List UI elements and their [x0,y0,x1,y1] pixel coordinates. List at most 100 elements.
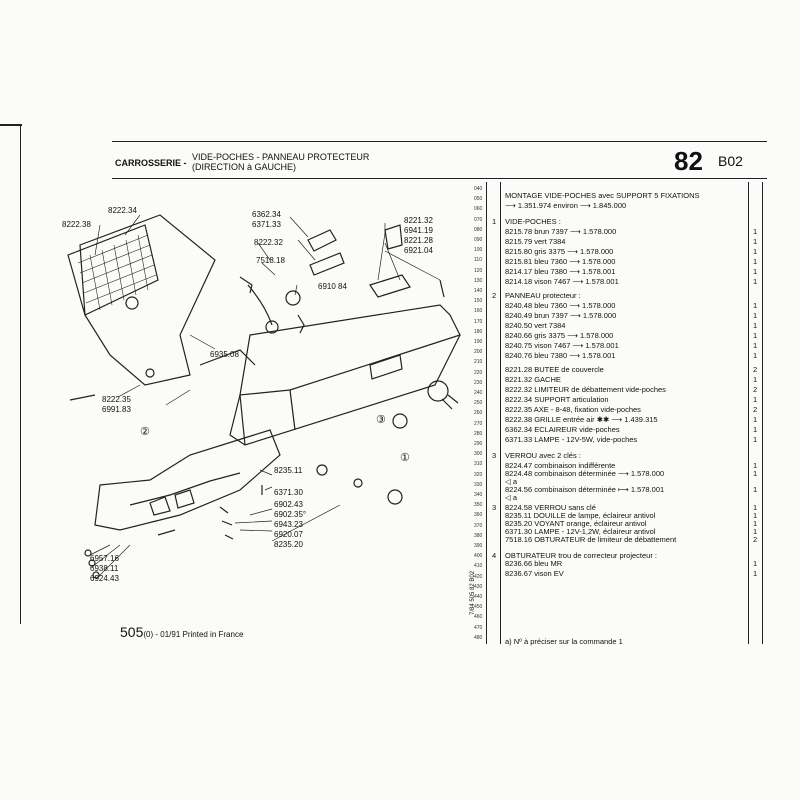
list-qty: 1 [753,503,758,512]
list-item: 8240.75 vison 7467 ⟶ 1.578.001 [505,341,619,350]
row-number: 110 [474,257,482,264]
footer-suffix: (0) - 01/91 Printed in France [143,630,244,639]
list-item: 8235.11 DOUILLE de lampe, éclaireur anti… [505,511,656,520]
list-item: 8222.35 AXE - 8-48, fixation vide-poches [505,405,641,414]
callout: 8222.38 [62,220,91,229]
callout: 6920.07 [274,530,303,539]
row-number: 420 [474,573,483,580]
list-item: 6362.34 ECLAIREUR vide-poches [505,425,620,434]
list-item: 6371.33 LAMPE - 12V-5W, vide-poches [505,435,638,444]
list-item: 6371.30 LAMPE - 12V-1,2W, éclaireur anti… [505,527,656,536]
list-item: 8236.67 vison EV [505,569,564,578]
section-label: CARROSSERIE - [115,158,187,168]
row-number: 440 [474,594,483,600]
callout-circled: ② [140,426,150,438]
row-number: 240 [474,390,483,396]
list-item: 7518.16 OBTURATEUR de limiteur de débatt… [505,535,677,544]
list-index: 3 [492,451,497,460]
list-item: 8235.20 VOYANT orange, éclaireur antivol [505,519,647,528]
list-qty: 1 [753,569,758,578]
list-item: 8240.49 brun 7397 ⟶ 1.578.000 [505,311,617,320]
list-qty: 1 [753,415,758,424]
list-qty: 1 [753,469,758,478]
list-item: 8221.28 BUTEE de couvercle [505,365,604,374]
callout: 6902.43 [274,500,303,509]
list-item: 8240.66 gris 3375 ⟶ 1.578.000 [505,331,614,340]
exploded-view-illustration [67,214,461,579]
list-item: PANNEAU protecteur : [505,291,581,300]
list-qty: 1 [753,559,758,568]
list-qty: 1 [753,247,758,256]
row-number: 410 [474,563,483,570]
row-number: 200 [474,349,483,356]
list-divider [486,182,487,644]
row-number: 310 [474,461,483,468]
list-qty: 1 [753,301,758,310]
list-item: VERROU avec 2 clés : [505,451,581,460]
row-number: 320 [474,471,483,478]
list-qty: 1 [753,395,758,404]
row-number: 370 [474,522,483,529]
row-number: 300 [474,451,483,458]
order-note: a) Nº à préciser sur la commande 1 [505,637,623,646]
list-item: 8236.66 bleu MR [505,559,563,568]
list-qty: 1 [753,351,758,360]
list-item: 8222.38 GRILLE entrée air ✱✱ ⟶ 1.439.315 [505,415,658,424]
row-number: 380 [474,532,483,539]
list-item: OBTURATEUR trou de correcteur projecteur… [505,551,657,560]
callout: 8222.34 [108,206,137,215]
row-number: 270 [474,420,483,427]
list-qty: 2 [753,365,758,374]
list-item: ⟶ 1.351.974 environ ⟶ 1.845.000 [505,201,627,210]
row-number: 140 [474,288,483,294]
callout: 8222.35 [102,395,131,404]
row-number: 460 [474,614,483,621]
callout: 6902.35° [274,510,307,519]
row-number: 360 [474,512,483,519]
list-item: VIDE-POCHES : [505,217,561,226]
list-item: 8215.81 bleu 7360 ⟶ 1.578.000 [505,257,616,266]
list-item: 8224.58 VERROU sans clé [505,503,596,512]
list-item: 8214.18 vison 7467 ⟶ 1.578.001 [505,277,619,286]
row-number: 230 [474,379,483,386]
row-number: 470 [474,624,483,631]
row-number: 390 [474,543,483,549]
row-number: 170 [474,318,483,325]
row-number: 040 [474,186,483,192]
list-qty: 1 [753,435,758,444]
side-code: 7/84 505 82 B02 [470,570,476,615]
list-qty: 1 [753,267,758,276]
page-title: VIDE-POCHES - PANNEAU PROTECTEUR [192,152,370,162]
page-subtitle: (DIRECTION à GAUCHE) [192,162,297,172]
header-rule-bottom [112,178,767,179]
list-qty: 2 [753,385,758,394]
list-qty: 1 [753,331,758,340]
list-qty: 1 [753,519,758,528]
list-qty: 1 [753,527,758,536]
row-number: 290 [474,441,483,447]
list-qty: 1 [753,425,758,434]
qty-divider [748,182,749,644]
callout: 6371.30 [274,488,303,497]
callout: 6924.43 [90,574,119,583]
row-number: 100 [474,247,483,254]
row-number: 340 [474,492,483,498]
row-number: 250 [474,400,483,407]
list-item: ◁ a [505,493,518,502]
list-item: 8215.80 gris 3375 ⟶ 1.578.000 [505,247,614,256]
row-number: 430 [474,583,483,590]
list-item: 8214.17 bleu 7380 ⟶ 1.578.001 [505,267,616,276]
list-item: 8221.32 GACHE [505,375,561,384]
list-qty: 1 [753,341,758,350]
callout: 6362.34 [252,210,281,219]
callout: 6991.83 [102,405,131,414]
list-item: 8240.48 bleu 7360 ⟶ 1.578.000 [505,301,616,310]
callout: 8221.28 [404,236,433,245]
footer: 505(0) - 01/91 Printed in France [120,624,243,640]
list-qty: 1 [753,257,758,266]
list-qty: 1 [753,227,758,236]
row-number: 220 [474,369,483,376]
callout: 6941.19 [404,226,433,235]
row-number: 190 [474,339,483,345]
